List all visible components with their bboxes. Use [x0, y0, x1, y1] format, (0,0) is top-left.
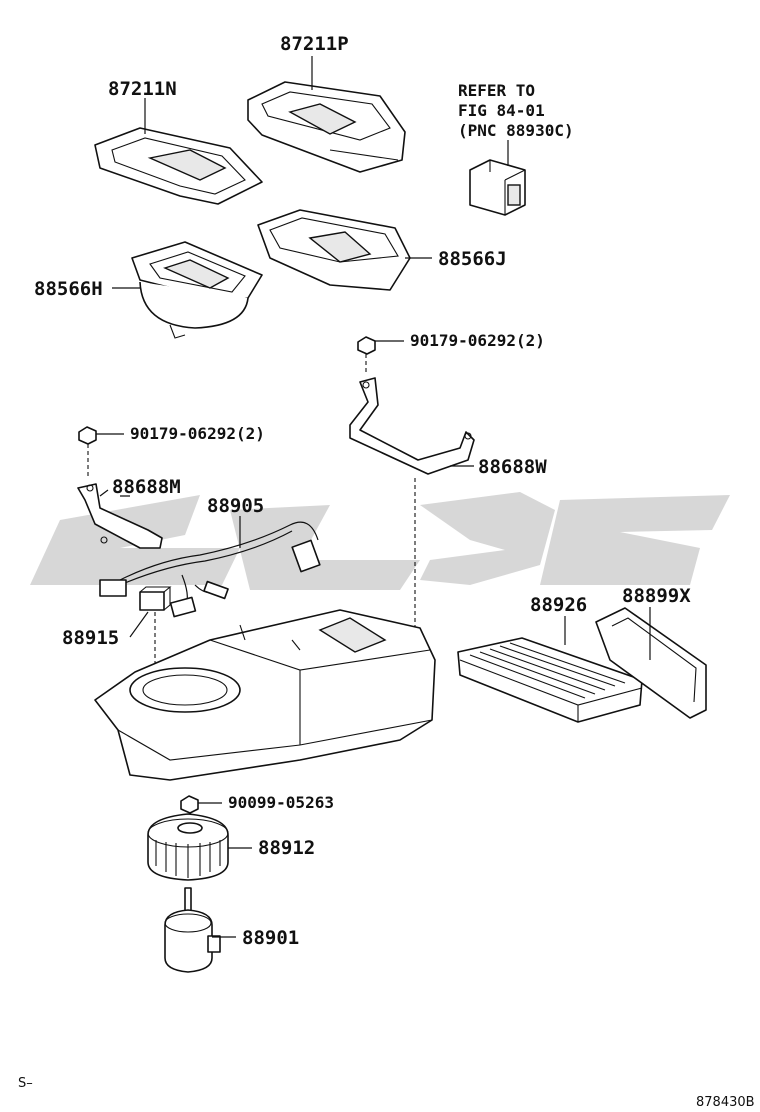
label-88688m: 88688M: [112, 476, 181, 498]
label-88905: 88905: [207, 495, 264, 517]
label-88926: 88926: [530, 594, 587, 616]
part-88912-fan[interactable]: [147, 813, 229, 881]
part-87211n[interactable]: [94, 127, 263, 205]
label-refer-line1: REFER TO: [458, 81, 535, 100]
label-88688w: 88688W: [478, 456, 547, 478]
label-88899x: 88899X: [622, 585, 691, 607]
leader-lines: [96, 56, 651, 938]
switch-ref-part[interactable]: [469, 159, 526, 216]
part-88688w[interactable]: [349, 377, 475, 630]
label-88915: 88915: [62, 627, 119, 649]
label-87211p: 87211P: [280, 33, 349, 55]
label-nut-left: 90179-06292(2): [130, 424, 265, 443]
watermark: [30, 492, 730, 590]
label-88912: 88912: [258, 837, 315, 859]
part-88566h[interactable]: [131, 241, 263, 339]
label-refer-line2: FIG 84-01: [458, 101, 545, 120]
label-88566h: 88566H: [34, 278, 103, 300]
part-88901-motor[interactable]: [164, 887, 221, 973]
nut-right-icon[interactable]: [357, 336, 376, 375]
label-nut-right: 90179-06292(2): [410, 331, 545, 350]
part-87211p[interactable]: [247, 81, 406, 173]
label-refer-line3: (PNC 88930C): [458, 121, 574, 140]
label-88901: 88901: [242, 927, 299, 949]
blower-housing[interactable]: [94, 609, 436, 781]
part-88915[interactable]: [139, 586, 172, 665]
part-88926-filter[interactable]: [457, 637, 643, 723]
figure-id: 878430B: [696, 1095, 755, 1110]
nut-left-icon[interactable]: [78, 426, 97, 478]
label-nut-fan: 90099-05263: [228, 793, 334, 812]
nut-fan-icon[interactable]: [180, 795, 199, 814]
label-88566j: 88566J: [438, 248, 507, 270]
part-88905-harness[interactable]: [99, 521, 321, 618]
part-88688m[interactable]: [77, 483, 163, 549]
footer-left-mark: S–: [18, 1076, 33, 1091]
part-88566j[interactable]: [257, 209, 411, 291]
label-87211n: 87211N: [108, 78, 177, 100]
part-88899x-cover[interactable]: [595, 607, 707, 719]
